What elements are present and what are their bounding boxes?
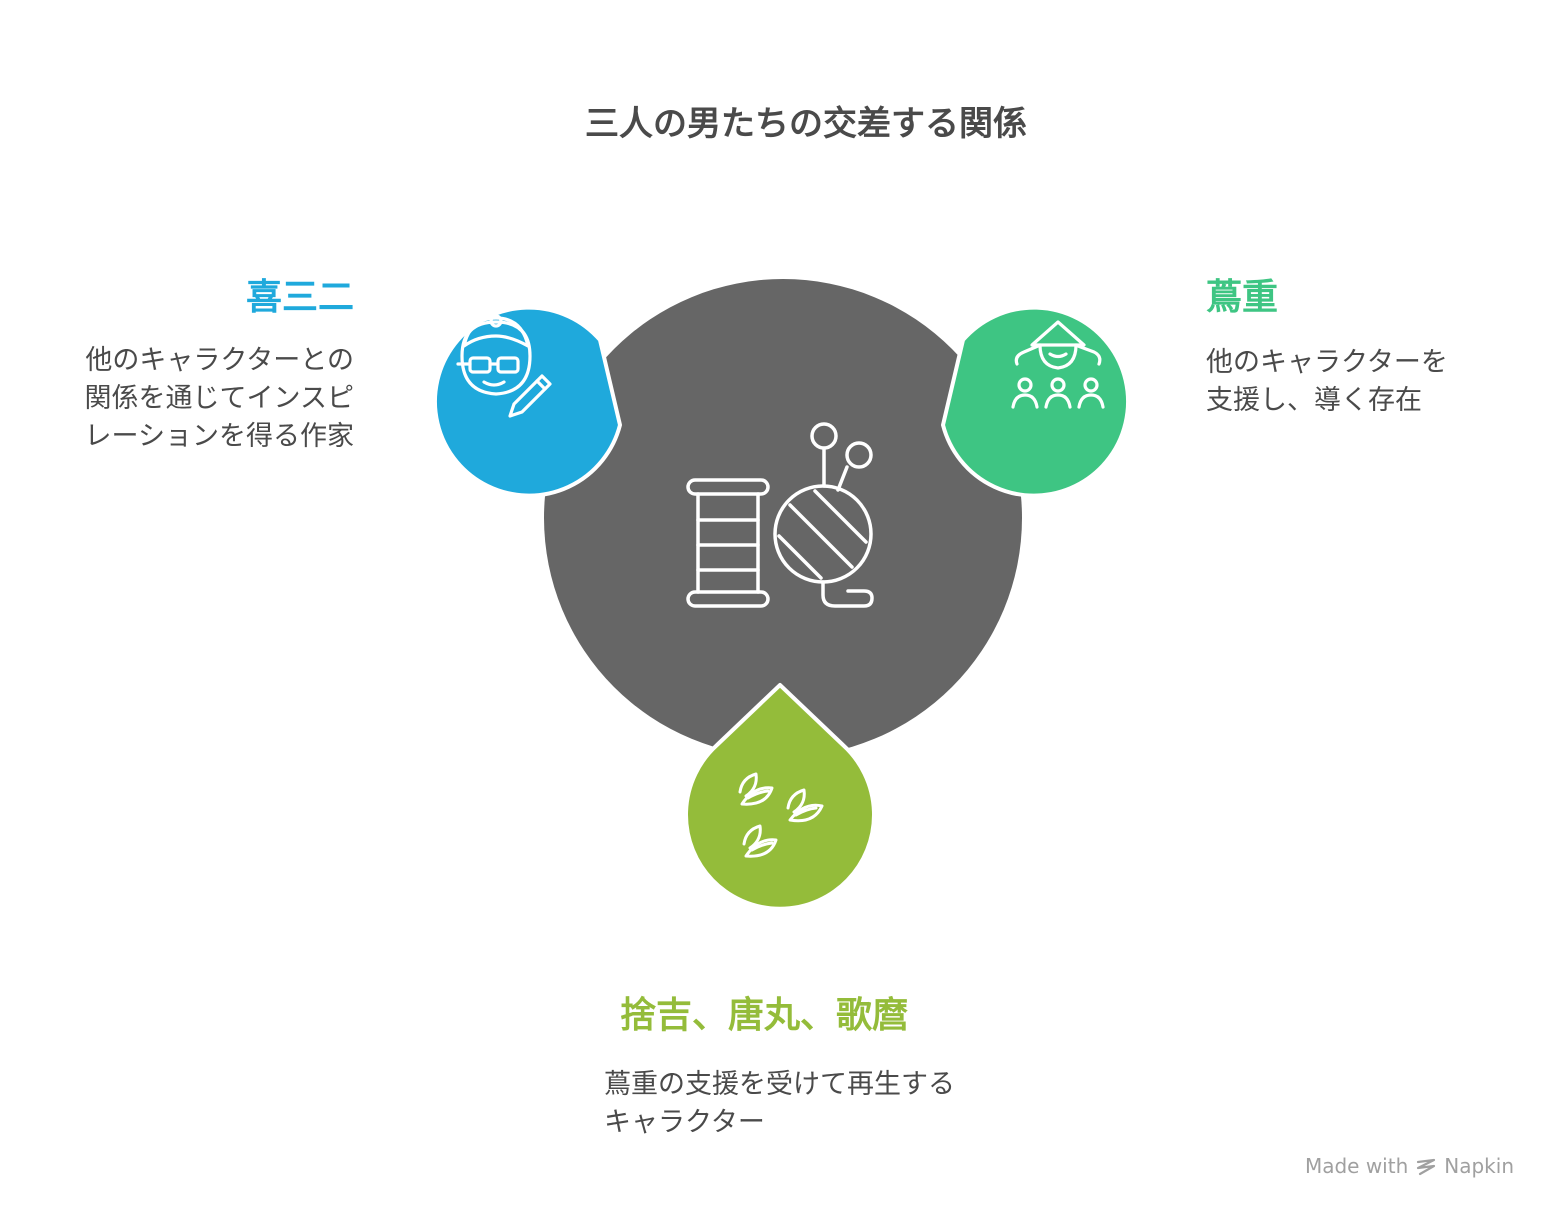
node-left-desc-line: 他のキャラクターとの	[85, 345, 354, 376]
node-left-desc-line: 関係を通じてインスピ	[84, 383, 354, 414]
center-circle	[544, 279, 1022, 757]
napkin-logo-icon	[1417, 1158, 1436, 1176]
thread-spool-and-yarn-ball-icon	[686, 422, 874, 608]
node-right-desc-line: 他のキャラクターを	[1206, 347, 1448, 378]
node-bottom-description: 蔦重の支援を受けて再生する キャラクター	[604, 1066, 955, 1142]
diagram-title: 三人の男たちの交差する関係	[585, 104, 1027, 144]
node-left-drop	[433, 305, 622, 498]
footer-made-with: Made with	[1304, 1154, 1409, 1178]
node-bottom-heading: 捨吉、唐丸、歌麿	[620, 995, 909, 1036]
node-right-description: 他のキャラクターを 支援し、導く存在	[1206, 344, 1448, 420]
node-bottom-desc-line: キャラクター	[604, 1107, 765, 1138]
mentor-with-students-icon	[1011, 320, 1105, 409]
footer-brand: Napkin	[1444, 1154, 1514, 1178]
node-right-desc-line: 支援し、導く存在	[1206, 385, 1422, 416]
node-left-heading: 喜三二	[245, 277, 354, 318]
node-left-description: 他のキャラクターとの 関係を通じてインスピ レーションを得る作家	[85, 342, 354, 456]
node-bottom-desc-line: 蔦重の支援を受けて再生する	[604, 1069, 955, 1100]
made-with-napkin-badge: Made with Napkin	[1305, 1154, 1514, 1178]
sprouting-leaves-icon	[738, 772, 824, 858]
writer-with-glasses-and-pen-icon	[456, 314, 552, 418]
node-left-desc-line: レーションを得る作家	[84, 421, 354, 452]
node-right-heading: 蔦重	[1206, 277, 1279, 318]
node-bottom-drop	[684, 683, 876, 911]
